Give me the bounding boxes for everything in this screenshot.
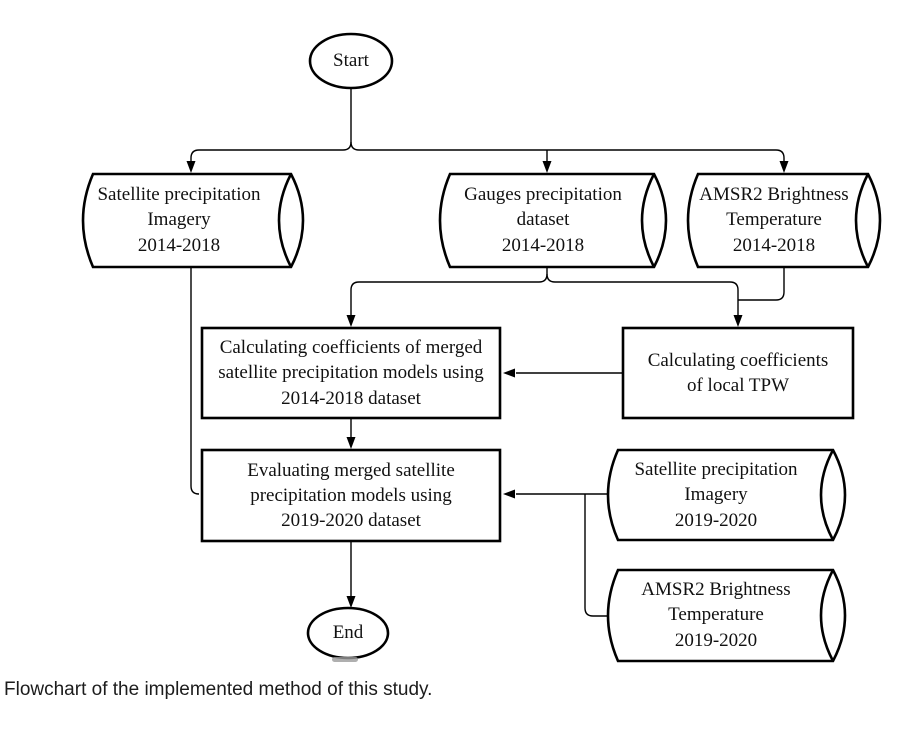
arrowhead-into-gauges-2014 [542,161,552,173]
arrowhead-into-calc-merged-top [346,315,356,327]
arrowhead-into-amsr2-2014 [779,161,789,173]
process-calc-tpw-shape [621,326,855,420]
connector-amsr2-2019-branch [584,494,608,617]
arrowhead-into-calc-merged-right [503,368,515,378]
arrowhead-into-calc-tpw-top [733,315,743,327]
connector-lines [190,88,785,617]
start-terminator-shape [308,32,394,90]
end-terminator-shape [306,606,390,660]
connector-gauges-to-calc-merged [350,267,548,317]
cylinder-satellite-2014-cap [277,173,293,268]
cylinder-amsr2-2014-shape [686,172,882,269]
cylinder-gauges-2014-shape [438,172,668,269]
connector-amsr2-2014-to-calc-tpw [738,267,785,301]
cylinder-gauges-2014-cap [640,173,656,268]
arrowhead-into-satellite-2014 [186,161,196,173]
scan-artifact-smudge [332,657,358,662]
cylinder-satellite-2019-shape [606,448,847,542]
arrowhead-into-evaluate-right [503,489,515,499]
process-evaluate-shape [200,448,502,543]
cylinder-amsr2-2019-cap [819,569,835,662]
arrowhead-into-evaluate-top [346,437,356,449]
arrowheads [186,161,789,608]
cylinder-satellite-2014-shape [81,172,305,269]
cylinder-satellite-2019-cap [819,449,835,541]
cylinder-amsr2-2019-shape [606,568,847,663]
node-shapes [81,32,882,663]
connector-gauges-to-calc-tpw [546,273,739,317]
connector-satellite-2014-to-evaluate [190,267,200,495]
cylinder-amsr2-2014-cap [854,173,870,268]
figure-caption: Flowchart of the implemented method of t… [4,679,433,700]
connector-start-to-amsr2-2014 [350,141,785,162]
arrowhead-into-end [346,596,356,608]
connector-start-to-satellite-2014 [190,88,352,162]
process-calc-merged-shape [200,326,502,420]
